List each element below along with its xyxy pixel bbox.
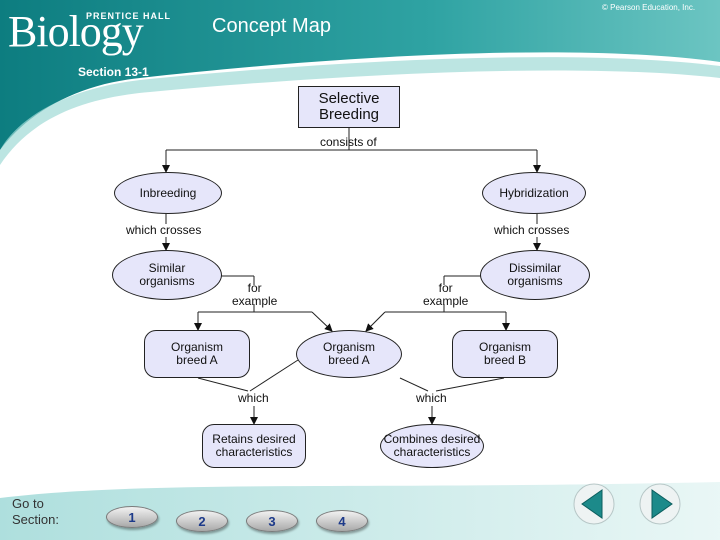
section-button-2[interactable]: 2 xyxy=(176,510,228,532)
page-title: Concept Map xyxy=(212,15,331,37)
logo-publisher: PRENTICE HALL xyxy=(86,11,171,21)
arrow-right-to-organism-a-mid xyxy=(365,311,386,332)
node-selective-breeding: Selective Breeding xyxy=(298,86,400,128)
line-organism-b-which xyxy=(435,377,505,392)
node-inbreeding: Inbreeding xyxy=(114,172,222,214)
label-which-crosses-left: which crosses xyxy=(126,223,202,237)
forward-arrow-icon[interactable] xyxy=(638,482,682,526)
label-which-right: which xyxy=(416,391,447,405)
node-similar-organisms: Similar organisms xyxy=(112,250,222,300)
logo-title: Biology xyxy=(8,7,144,56)
label-which-crosses-right: which crosses xyxy=(494,223,570,237)
line-mid-which-left xyxy=(249,359,299,392)
arrow-left-to-organism-a-mid xyxy=(311,311,333,332)
node-organism-breed-a-mid: Organism breed A xyxy=(296,330,402,378)
copyright: © Pearson Education, Inc. xyxy=(602,3,696,12)
section-button-4[interactable]: 4 xyxy=(316,510,368,532)
section-button-1[interactable]: 1 xyxy=(106,506,158,528)
label-for-example-left: for example xyxy=(232,281,278,309)
node-hybridization: Hybridization xyxy=(482,172,586,214)
node-organism-breed-a-left: Organism breed A xyxy=(144,330,250,378)
section-label: Section 13-1 xyxy=(78,65,149,79)
node-retains-desired: Retains desired characteristics xyxy=(202,424,306,468)
label-which-left: which xyxy=(238,391,269,405)
section-button-3[interactable]: 3 xyxy=(246,510,298,532)
goto-section-label: Go to Section: xyxy=(12,496,59,528)
node-dissimilar-organisms: Dissimilar organisms xyxy=(480,250,590,300)
label-consists-of: consists of xyxy=(320,135,377,149)
line-mid-which-right xyxy=(399,377,429,392)
line-organism-a-which xyxy=(197,377,249,392)
node-combines-desired: Combines desired characteristics xyxy=(380,424,484,468)
back-arrow-icon[interactable] xyxy=(572,482,616,526)
node-organism-breed-b: Organism breed B xyxy=(452,330,558,378)
label-for-example-right: for example xyxy=(423,281,469,309)
